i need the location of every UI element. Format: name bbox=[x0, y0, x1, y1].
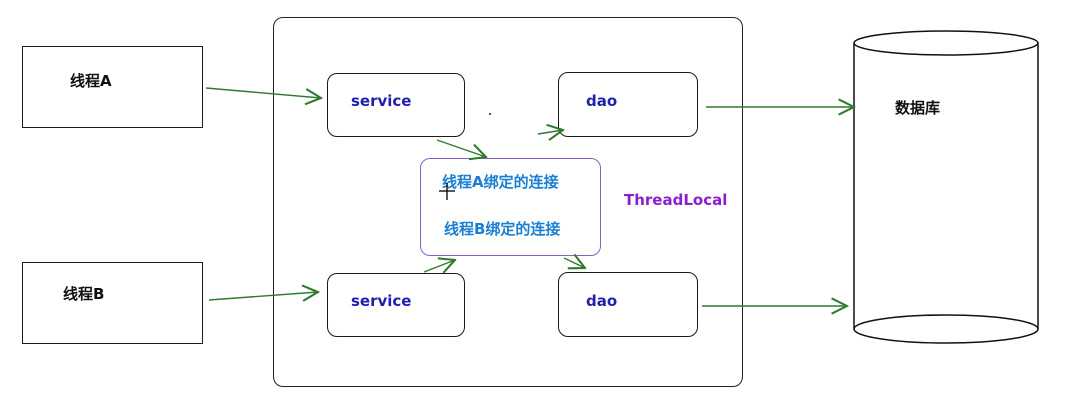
service-top-label: service bbox=[351, 92, 412, 110]
threadlocal-line-b: 线程B绑定的连接 bbox=[444, 220, 561, 238]
dao-bottom-box bbox=[558, 272, 698, 337]
service-bottom-box bbox=[327, 273, 465, 337]
database-label: 数据库 bbox=[895, 99, 941, 117]
service-top-box bbox=[327, 73, 465, 137]
arrow-service-to-threadlocal bbox=[436, 139, 486, 157]
arrow-thread-b-to-service bbox=[208, 292, 318, 300]
thread-a-box bbox=[22, 46, 203, 128]
database-cylinder bbox=[853, 30, 1039, 344]
arrow-threadlocal-to-dao-bottom bbox=[563, 258, 585, 268]
thread-a-label: 线程A bbox=[70, 72, 112, 90]
service-bottom-label: service bbox=[351, 292, 412, 310]
arrow-service-bottom-to-threadlocal bbox=[423, 260, 455, 272]
dao-bottom-label: dao bbox=[586, 292, 618, 310]
dao-top-box bbox=[558, 72, 698, 137]
threadlocal-label: ThreadLocal bbox=[624, 191, 728, 209]
thread-b-box bbox=[22, 262, 203, 344]
threadlocal-line-a: 线程A绑定的连接 bbox=[442, 173, 559, 191]
thread-b-label: 线程B bbox=[63, 285, 105, 303]
speck bbox=[489, 113, 491, 115]
arrow-threadlocal-to-dao-top bbox=[537, 130, 563, 134]
dao-top-label: dao bbox=[586, 92, 618, 110]
threadlocal-box bbox=[420, 158, 601, 256]
arrow-thread-a-to-service bbox=[205, 87, 321, 98]
cursor-icon bbox=[439, 183, 455, 200]
